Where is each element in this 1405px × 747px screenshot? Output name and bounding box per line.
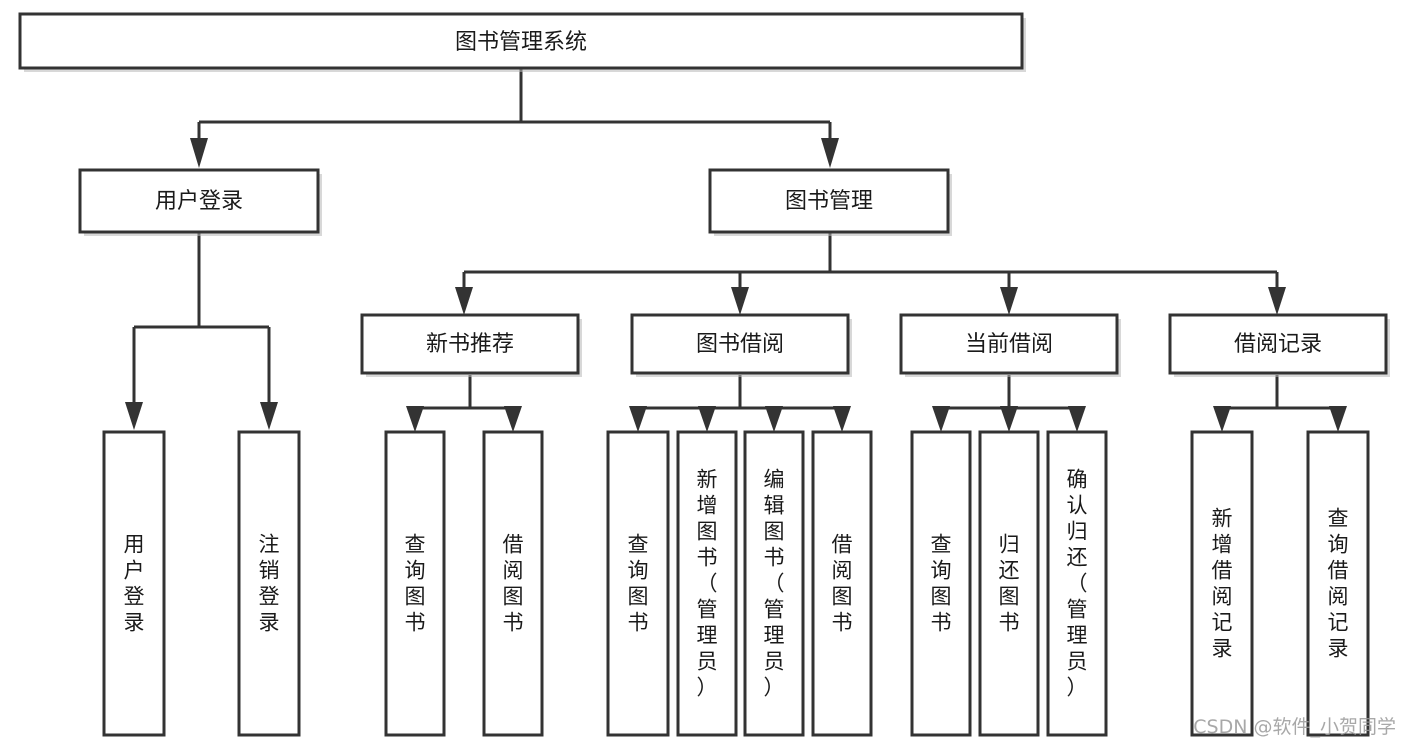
leaf-logout-label: 注销登录 (259, 533, 280, 635)
book-management-box[interactable] (708, 168, 950, 234)
leaf-return-book-label: 归还图书 (999, 533, 1020, 635)
arrowhead-leaf-user-login (125, 402, 143, 430)
leaf-borrow-book-1-box[interactable] (482, 430, 544, 737)
root-label: 图书管理系统 (455, 30, 587, 55)
leaf-borrow-book-2-label: 借阅图书 (832, 533, 853, 635)
leaf-query-book-2-label: 查询图书 (628, 533, 649, 635)
leaf-query-record[interactable]: 查询借阅记录 (1306, 430, 1370, 737)
arrowhead-leaf-logout (260, 402, 278, 430)
book-management-label: 图书管理 (785, 189, 873, 214)
leaf-query-book-2[interactable]: 查询图书 (606, 430, 670, 737)
connector-layer (125, 68, 1347, 432)
leaf-add-record[interactable]: 新增借阅记录 (1190, 430, 1254, 737)
leaf-edit-book-box[interactable] (743, 430, 805, 737)
node-user-login[interactable]: 用户登录 (78, 168, 322, 236)
arrowhead-leaf-query-book-1 (406, 406, 424, 432)
leaf-add-book[interactable]: 新增图书（管理员） (676, 430, 738, 737)
leaf-edit-book[interactable]: 编辑图书（管理员） (743, 430, 805, 737)
arrowhead-leaf-return-book (1000, 406, 1018, 432)
arrowhead-user-login (190, 138, 208, 168)
leaf-query-record-box[interactable] (1306, 430, 1370, 737)
current-borrow-box[interactable] (899, 313, 1119, 375)
arrowhead-leaf-add-book (698, 406, 716, 432)
node-current-borrow[interactable]: 当前借阅 (899, 313, 1121, 377)
leaf-query-book-3-label: 查询图书 (931, 533, 952, 635)
leaf-add-book-label: 新增图书（管理员） (697, 468, 718, 700)
arrowhead-book-borrow (731, 287, 749, 315)
leaf-add-book-box[interactable] (676, 430, 738, 737)
leaf-add-record-label: 新增借阅记录 (1212, 507, 1233, 661)
arrowhead-leaf-query-record (1329, 406, 1347, 432)
leaf-query-book-1-box[interactable] (384, 430, 446, 737)
arrowhead-leaf-borrow-book-1 (504, 406, 522, 432)
arrowhead-leaf-borrow-book-2 (833, 406, 851, 432)
leaf-query-book-3-box[interactable] (910, 430, 972, 737)
arrowhead-leaf-query-book-2 (629, 406, 647, 432)
arrowhead-leaf-add-record (1213, 406, 1231, 432)
leaf-user-login[interactable]: 用户登录 (102, 430, 166, 737)
node-new-book-recommend[interactable]: 新书推荐 (360, 313, 582, 377)
arrowhead-new-book-recommend (455, 287, 473, 315)
book-borrow-box[interactable] (630, 313, 850, 375)
leaf-query-book-1[interactable]: 查询图书 (384, 430, 446, 737)
leaf-return-book[interactable]: 归还图书 (978, 430, 1040, 737)
leaf-logout[interactable]: 注销登录 (237, 430, 301, 737)
node-root[interactable]: 图书管理系统 (18, 12, 1026, 72)
leaf-query-book-3[interactable]: 查询图书 (910, 430, 972, 737)
leaf-confirm-return-box[interactable] (1046, 430, 1108, 737)
leaf-borrow-book-1-label: 借阅图书 (503, 533, 524, 635)
leaf-borrow-book-2[interactable]: 借阅图书 (811, 430, 873, 737)
leaf-borrow-book-2-box[interactable] (811, 430, 873, 737)
leaf-query-record-label: 查询借阅记录 (1328, 507, 1349, 661)
leaf-confirm-return-label: 确认归还（管理员） (1067, 468, 1088, 700)
current-borrow-label: 当前借阅 (965, 332, 1053, 357)
leaf-user-login-label: 用户登录 (124, 533, 145, 635)
new-book-recommend-label: 新书推荐 (426, 332, 514, 357)
leaf-query-book-1-label: 查询图书 (405, 533, 426, 635)
arrowhead-borrow-record (1268, 287, 1286, 315)
borrow-record-label: 借阅记录 (1234, 332, 1322, 357)
arrowhead-leaf-edit-book (765, 406, 783, 432)
arrowhead-book-management (821, 138, 839, 168)
arrowhead-leaf-query-book-3 (932, 406, 950, 432)
leaf-logout-box[interactable] (237, 430, 301, 737)
leaf-add-record-box[interactable] (1190, 430, 1254, 737)
csdn-watermark: CSDN @软件_小贺同学 (1193, 716, 1396, 738)
root-box[interactable] (18, 12, 1024, 70)
leaf-query-book-2-box[interactable] (606, 430, 670, 737)
leaf-edit-book-label: 编辑图书（管理员） (764, 468, 785, 700)
node-book-borrow[interactable]: 图书借阅 (630, 313, 852, 377)
node-borrow-record[interactable]: 借阅记录 (1168, 313, 1390, 377)
arrowhead-current-borrow (1000, 287, 1018, 315)
leaf-confirm-return[interactable]: 确认归还（管理员） (1046, 430, 1108, 737)
leaf-return-book-box[interactable] (978, 430, 1040, 737)
node-book-management[interactable]: 图书管理 (708, 168, 952, 236)
arrowhead-leaf-confirm-return (1068, 406, 1086, 432)
user-login-label: 用户登录 (155, 189, 243, 214)
borrow-record-box[interactable] (1168, 313, 1388, 375)
leaf-user-login-box[interactable] (102, 430, 166, 737)
user-login-box[interactable] (78, 168, 320, 234)
book-borrow-label: 图书借阅 (696, 332, 784, 357)
leaf-borrow-book-1[interactable]: 借阅图书 (482, 430, 544, 737)
new-book-recommend-box[interactable] (360, 313, 580, 375)
